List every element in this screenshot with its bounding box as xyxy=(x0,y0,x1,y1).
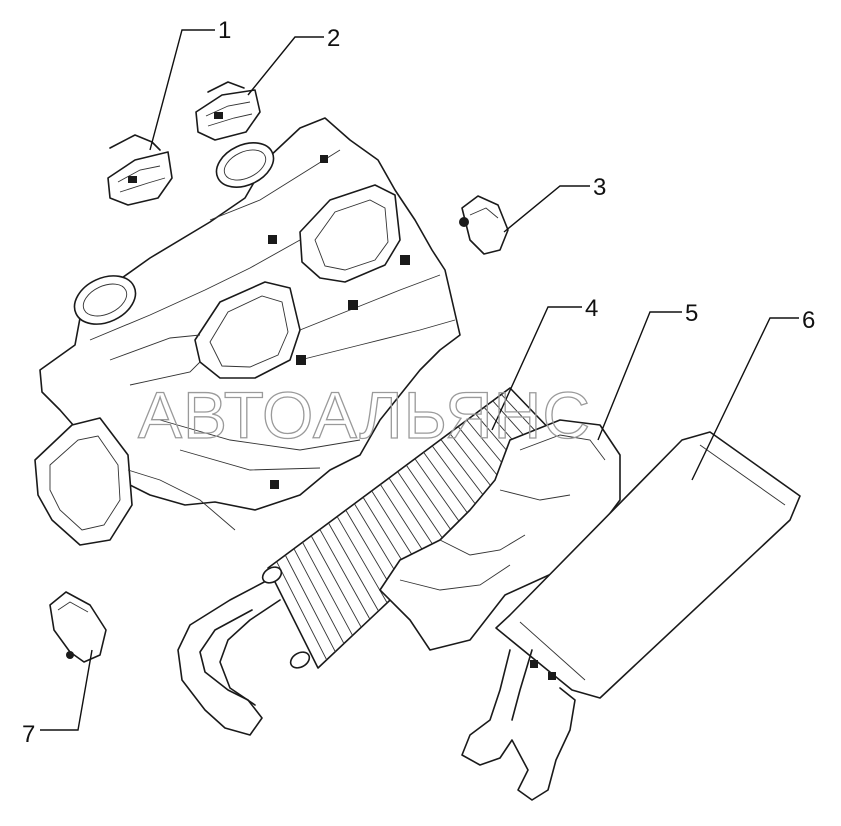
callout-6: 6 xyxy=(802,307,815,334)
callout-5: 5 xyxy=(685,300,698,327)
leader-5 xyxy=(597,311,682,441)
evaporator-fin xyxy=(284,554,336,652)
evaporator-fin xyxy=(293,548,345,644)
callout-1: 1 xyxy=(218,17,231,44)
evaporator-fin xyxy=(405,464,457,538)
evaporator-fin xyxy=(423,452,474,522)
callout-4: 4 xyxy=(585,295,598,322)
leader-4 xyxy=(491,306,582,431)
leader-6 xyxy=(691,317,799,481)
evaporator-fin xyxy=(397,471,449,547)
callout-2: 2 xyxy=(327,25,340,52)
evaporator-fin xyxy=(336,516,388,604)
side-outlet-frame xyxy=(34,417,236,546)
hvac-housing xyxy=(39,117,461,511)
filter-housing-5 xyxy=(379,419,621,651)
evaporator-fin xyxy=(388,477,440,555)
leader-1 xyxy=(149,29,215,151)
callout-7: 7 xyxy=(22,721,35,748)
leader-7 xyxy=(40,649,93,731)
evaporator-fin xyxy=(276,561,328,661)
actuator-3 xyxy=(459,195,509,255)
actuator-7 xyxy=(49,591,107,663)
air-vent-2 xyxy=(195,81,261,141)
evaporator-fin xyxy=(414,458,466,530)
evaporator-fin xyxy=(319,529,371,620)
evaporator-fin xyxy=(328,522,379,612)
watermark: АВТОАЛЬЯНС xyxy=(138,378,591,452)
leader-2 xyxy=(247,36,324,96)
evaporator-fin xyxy=(431,445,483,514)
callout-labels: 1 2 3 4 5 6 7 xyxy=(22,17,815,748)
callout-3: 3 xyxy=(593,174,606,201)
evaporator-fin xyxy=(302,542,353,636)
heater-core-6 xyxy=(461,431,801,801)
air-vent-1 xyxy=(107,134,173,206)
leader-3 xyxy=(503,185,590,233)
evaporator-fin xyxy=(310,535,362,628)
callout-leaders xyxy=(40,29,799,731)
